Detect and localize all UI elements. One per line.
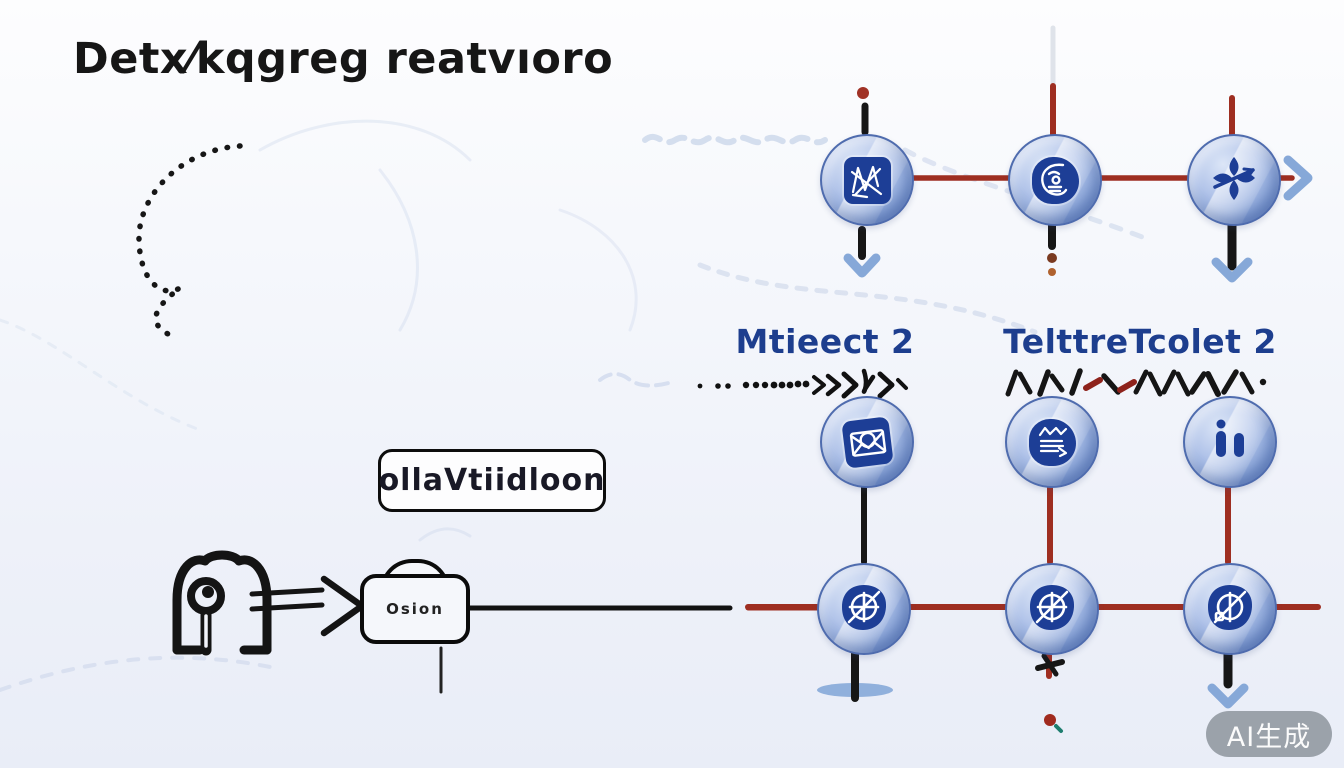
node-1-2[interactable] — [1008, 134, 1102, 226]
node-3-3[interactable] — [1183, 563, 1277, 655]
column-label-right: TelttreTcolet 2 — [1003, 322, 1277, 361]
background-sketches — [0, 119, 1153, 692]
pause-icon — [1203, 413, 1257, 471]
node-1-1[interactable] — [820, 134, 914, 226]
propeller-icon — [1207, 151, 1261, 209]
watermark-text: AI生成 — [1226, 721, 1312, 753]
source-box-label: Osion — [386, 600, 444, 618]
document-stack-icon — [1028, 418, 1076, 466]
validation-box[interactable]: ollaVtiidloon — [378, 449, 606, 512]
page-title: Detx⁄kqgreg reatvıoro — [73, 34, 614, 84]
node-2-3[interactable] — [1183, 396, 1277, 488]
ai-generated-watermark: AI生成 — [1206, 711, 1332, 757]
globe-icon — [1203, 580, 1257, 638]
scribble-chart-icon — [843, 156, 891, 204]
row3-down-arrowhead — [1207, 683, 1249, 709]
row1-arrowheads — [843, 155, 1313, 283]
node-3-2[interactable] — [1005, 563, 1099, 655]
node-1-3[interactable] — [1187, 134, 1281, 226]
source-line — [439, 605, 821, 694]
dotted-arrow-left — [697, 380, 810, 389]
hatch-arrow-right — [1005, 368, 1267, 397]
dotted-arrow-left-chevrons — [812, 368, 908, 399]
source-box[interactable]: Osion — [360, 574, 470, 644]
key-person-icon — [172, 550, 272, 656]
node-3-1[interactable] — [817, 563, 911, 655]
mail-icon — [840, 415, 894, 469]
node-2-2[interactable] — [1005, 396, 1099, 488]
column-label-left: Mtieect 2 — [735, 322, 915, 361]
globe-icon — [1025, 580, 1079, 638]
node-2-1[interactable] — [820, 396, 914, 488]
face-glyph-icon — [1031, 156, 1079, 204]
globe-icon — [837, 580, 891, 638]
validation-box-label: ollaVtiidloon — [378, 463, 606, 498]
dotted-loop-sketch — [136, 143, 243, 337]
